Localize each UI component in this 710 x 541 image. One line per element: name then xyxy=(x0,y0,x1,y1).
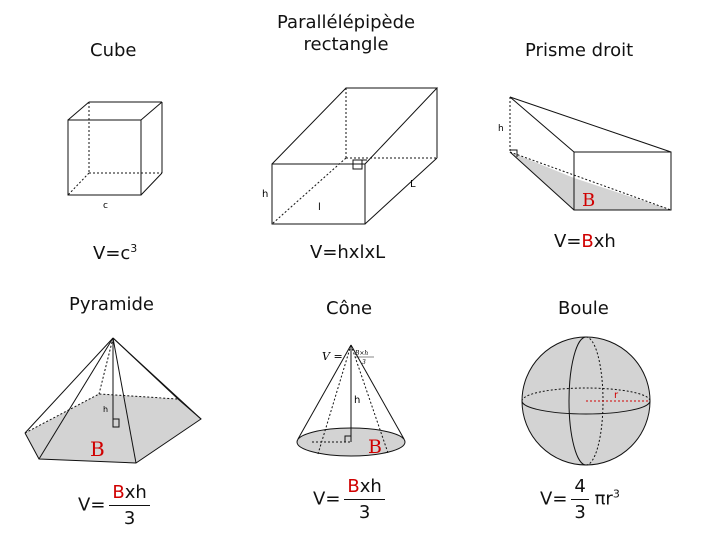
parallelepiped-formula: V=hxlxL xyxy=(310,242,386,263)
cube-title: Cube xyxy=(90,40,137,61)
prism-title: Prisme droit xyxy=(525,40,634,61)
prism-label-h: h xyxy=(498,124,504,134)
pyramid-label-h: h xyxy=(103,405,108,414)
cone-label-h: h xyxy=(354,395,360,406)
cone-label-B: B xyxy=(368,436,382,458)
cone-inline-formula-den: 3 xyxy=(362,359,366,366)
cube-label-c: c xyxy=(103,201,108,211)
prism-label-B: B xyxy=(582,190,595,211)
sphere-label-r: r xyxy=(614,390,619,401)
pyramid-title: Pyramide xyxy=(69,294,154,315)
parallelepiped-label-l: l xyxy=(318,202,321,213)
prism-formula: V=Bxh xyxy=(554,231,616,252)
cone-inline-formula-v: V = xyxy=(322,350,343,363)
pyramid-label-B: B xyxy=(90,437,105,461)
parallelepiped-label-L: L xyxy=(410,179,416,190)
parallelepiped-label-h: h xyxy=(262,189,268,200)
parallelepiped-title: Parallélépipède rectangle xyxy=(277,12,416,55)
cone-title: Cône xyxy=(326,298,373,319)
cone-inline-formula-num: B×h xyxy=(354,350,368,357)
cube-formula: V=c3 xyxy=(93,242,138,264)
sphere-title: Boule xyxy=(558,298,609,319)
